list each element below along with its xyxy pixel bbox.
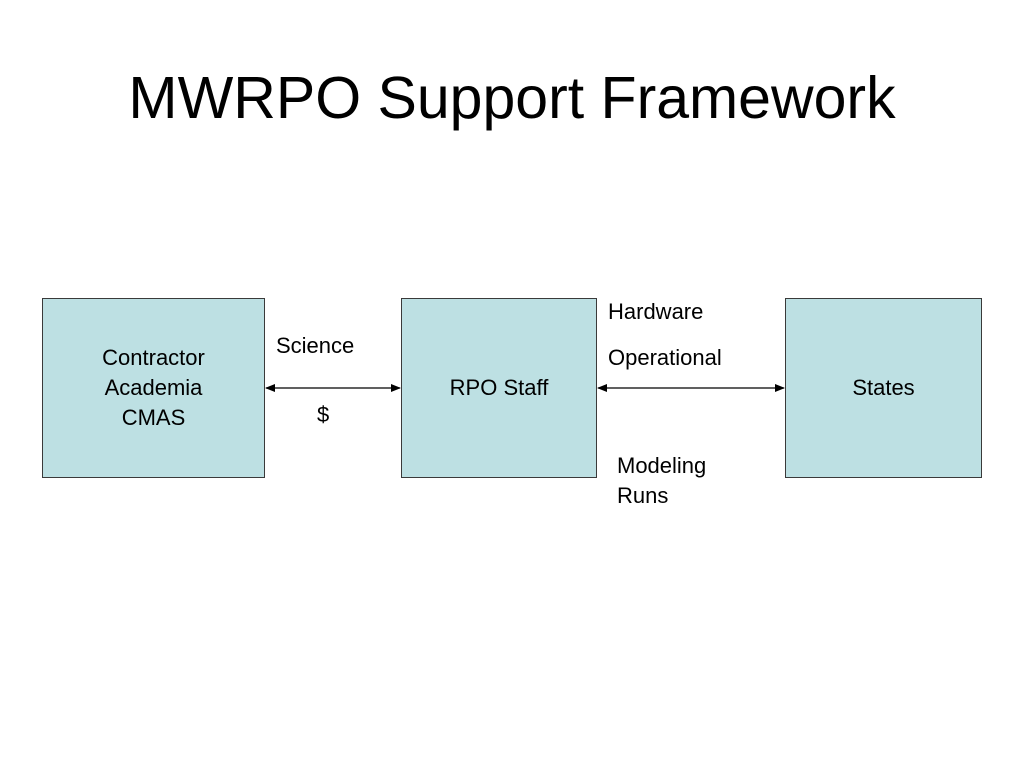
states-box: States xyxy=(785,298,982,478)
states-label: States xyxy=(852,375,915,400)
box-line-cmas: CMAS xyxy=(121,405,186,430)
modeling-runs-label: Modeling Runs xyxy=(617,451,706,511)
contractor-academia-cmas-box: Contractor Academia CMAS xyxy=(42,298,265,478)
rpo-staff-box: RPO Staff xyxy=(401,298,597,478)
hardware-label: Hardware xyxy=(608,299,704,324)
modeling-runs-line-1: Modeling xyxy=(617,453,707,478)
rpo-staff-label: RPO Staff xyxy=(449,375,549,400)
operational-label: Operational xyxy=(608,345,722,370)
dollar-label: $ xyxy=(317,402,330,427)
box-line-academia: Academia xyxy=(104,375,203,400)
box-line-contractor: Contractor xyxy=(102,345,205,370)
science-label: Science xyxy=(276,333,355,358)
modeling-runs-line-2: Runs xyxy=(617,483,669,508)
slide-title: MWRPO Support Framework xyxy=(128,65,896,131)
